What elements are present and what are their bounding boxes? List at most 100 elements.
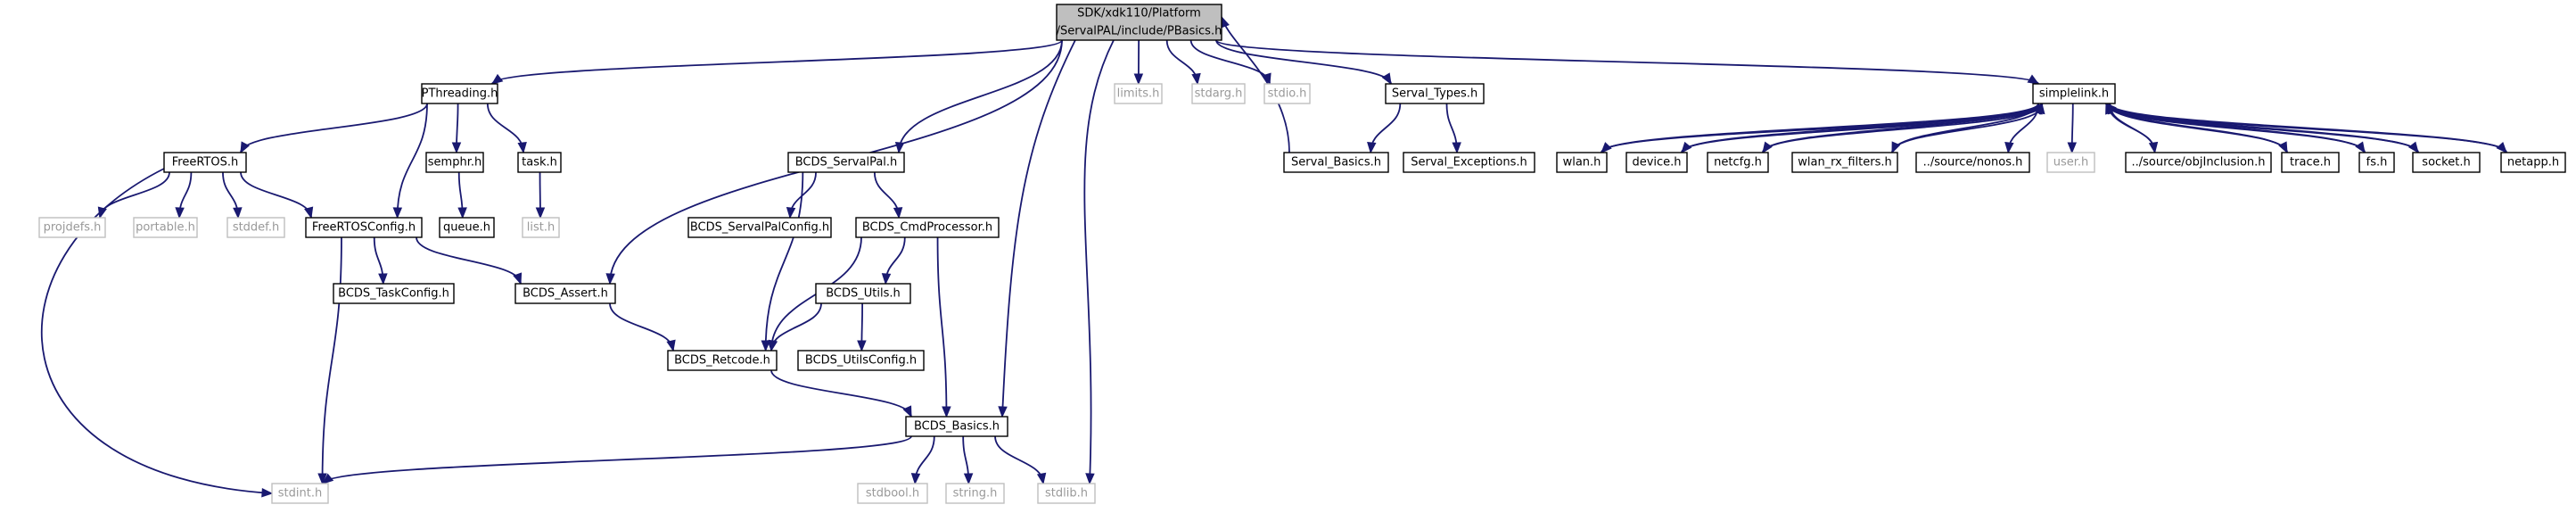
arrowhead-pthreading-to-freertosconfig xyxy=(392,207,403,219)
arrowhead-root-to-simplelink xyxy=(2027,74,2040,85)
node-serval_types[interactable]: Serval_Types.h xyxy=(1385,83,1485,104)
node-box xyxy=(857,483,928,504)
node-box xyxy=(815,283,911,304)
edge-bcds_utils-to-bcds_retcode xyxy=(770,302,822,352)
node-box xyxy=(2125,152,2272,173)
node-label: BCDS_UtilsConfig.h xyxy=(805,354,917,368)
node-bcds_utilsconfig[interactable]: BCDS_UtilsConfig.h xyxy=(797,350,925,371)
node-bcds_retcode[interactable]: BCDS_Retcode.h xyxy=(667,350,778,371)
node-bcds_servalpal[interactable]: BCDS_ServalPal.h xyxy=(787,152,905,173)
node-portable: portable.h xyxy=(133,217,198,238)
node-label: Serval_Types.h xyxy=(1392,87,1477,101)
edge-root-to-stdio xyxy=(1189,39,1271,85)
node-bcds_taskconfig[interactable]: BCDS_TaskConfig.h xyxy=(333,283,455,304)
edge-netcfg-to-simplelink xyxy=(1762,103,2043,153)
node-box xyxy=(2046,152,2095,173)
edge-simplelink-to-device xyxy=(1681,103,2039,153)
node-string: string.h xyxy=(945,483,1005,504)
node-box xyxy=(905,416,1008,437)
node-label: limits.h xyxy=(1117,87,1160,101)
edge-root-to-bcds_basics xyxy=(1001,39,1076,418)
arrowhead-root-to-limits xyxy=(1133,73,1144,86)
edge-bcds_retcode-to-bcds_basics xyxy=(770,369,912,418)
node-label: SDK/xdk110/Platform xyxy=(1077,7,1201,21)
node-stdio: stdio.h xyxy=(1263,83,1311,104)
arrowhead-wlan_rx_filters-to-simplelink xyxy=(2036,102,2045,115)
node-box xyxy=(1263,83,1311,104)
edge-wlan-to-simplelink xyxy=(1601,103,2043,153)
node-fs[interactable]: fs.h xyxy=(2358,152,2395,173)
node-wlan[interactable]: wlan.h xyxy=(1556,152,1608,173)
arrowhead-serval_basics-to-root xyxy=(1221,15,1230,29)
node-box xyxy=(787,152,905,173)
arrowhead-serval_types-to-serval_basics xyxy=(1367,142,1377,154)
edge-netapp-to-simplelink xyxy=(2105,103,2507,153)
node-bcds_basics[interactable]: BCDS_Basics.h xyxy=(905,416,1008,437)
node-label: projdefs.h xyxy=(44,221,102,235)
node-box xyxy=(2032,83,2116,104)
node-stdint: stdint.h xyxy=(271,483,329,504)
node-label: stdio.h xyxy=(1268,87,1307,101)
edge-pthreading-to-task xyxy=(486,103,524,153)
arrowhead-pthreading-to-task xyxy=(517,141,527,154)
node-label: socket.h xyxy=(2422,156,2470,170)
arrowhead-bcds_basics-to-stdlib xyxy=(1036,472,1047,485)
node-label: netcfg.h xyxy=(1714,156,1762,170)
node-projdefs: projdefs.h xyxy=(38,217,106,238)
node-label: netapp.h xyxy=(2507,156,2559,170)
node-netapp[interactable]: netapp.h xyxy=(2500,152,2566,173)
node-label: BCDS_CmdProcessor.h xyxy=(862,221,992,235)
node-label: ../source/nonos.h xyxy=(1923,156,2023,170)
edge-socket-to-simplelink xyxy=(2105,103,2419,153)
node-label: BCDS_Assert.h xyxy=(523,287,608,301)
arrowhead-freertosconfig-to-stdint xyxy=(317,473,327,485)
node-label: BCDS_TaskConfig.h xyxy=(338,287,449,301)
edge-root-to-bcds_servalpal xyxy=(898,39,1063,153)
node-task[interactable]: task.h xyxy=(517,152,562,173)
node-bcds_cmdprocessor[interactable]: BCDS_CmdProcessor.h xyxy=(855,217,1000,238)
node-label: wlan.h xyxy=(1563,156,1601,170)
node-freertosconfig[interactable]: FreeRTOSConfig.h xyxy=(305,217,423,238)
edge-bcds_basics-to-stdlib xyxy=(994,435,1044,484)
node-simplelink[interactable]: simplelink.h xyxy=(2032,83,2116,104)
edge-freertosconfig-to-bcds_assert xyxy=(416,236,522,285)
edge-freertos-to-freertosconfig xyxy=(240,171,312,219)
arrowhead-freertos-to-stddef xyxy=(233,207,243,219)
node-nonos[interactable]: ../source/nonos.h xyxy=(1915,152,2030,173)
arrowhead-pthreading-to-freertos xyxy=(240,141,250,154)
node-socket[interactable]: socket.h xyxy=(2412,152,2481,173)
node-box xyxy=(945,483,1005,504)
node-box xyxy=(425,152,484,173)
node-bcds_assert[interactable]: BCDS_Assert.h xyxy=(514,283,616,304)
node-wlan_rx_filters[interactable]: wlan_rx_filters.h xyxy=(1791,152,1898,173)
node-pthreading[interactable]: PThreading.h xyxy=(421,83,498,104)
node-serval_basics[interactable]: Serval_Basics.h xyxy=(1283,152,1389,173)
node-device[interactable]: device.h xyxy=(1625,152,1688,173)
node-box xyxy=(2500,152,2566,173)
node-list: list.h xyxy=(522,217,560,238)
node-serval_exceptions[interactable]: Serval_Exceptions.h xyxy=(1403,152,1535,173)
arrowhead-bcds_servalpal-to-bcds_retcode xyxy=(761,340,770,352)
edge-trace-to-simplelink xyxy=(2105,103,2288,153)
node-objinclusion[interactable]: ../source/objInclusion.h xyxy=(2125,152,2272,173)
edge-pthreading-to-freertosconfig xyxy=(396,103,428,219)
node-freertos[interactable]: FreeRTOS.h xyxy=(163,152,247,173)
node-queue[interactable]: queue.h xyxy=(439,217,495,238)
node-label: task.h xyxy=(522,156,557,170)
edge-freertosconfig-to-stdint xyxy=(321,236,342,484)
node-label: stdint.h xyxy=(278,487,322,501)
node-bcds_utils[interactable]: BCDS_Utils.h xyxy=(815,283,911,304)
edge-root-to-pthreading xyxy=(491,39,1063,85)
arrowhead-root-to-bcds_assert xyxy=(605,273,615,285)
node-bcds_servalpalconfig[interactable]: BCDS_ServalPalConfig.h xyxy=(687,217,832,238)
edge-serval_types-to-serval_basics xyxy=(1370,103,1402,153)
node-trace[interactable]: trace.h xyxy=(2281,152,2340,173)
node-semphr[interactable]: semphr.h xyxy=(425,152,484,173)
node-label: semphr.h xyxy=(428,156,481,170)
node-limits: limits.h xyxy=(1114,83,1163,104)
arrowhead-bcds_servalpal-to-bcds_cmdprocessor xyxy=(893,207,903,219)
node-box xyxy=(38,217,106,238)
edge-simplelink-to-netcfg xyxy=(1762,103,2039,153)
node-root[interactable]: SDK/xdk110/Platform/ServalPAL/include/PB… xyxy=(1056,4,1222,41)
node-netcfg[interactable]: netcfg.h xyxy=(1707,152,1769,173)
